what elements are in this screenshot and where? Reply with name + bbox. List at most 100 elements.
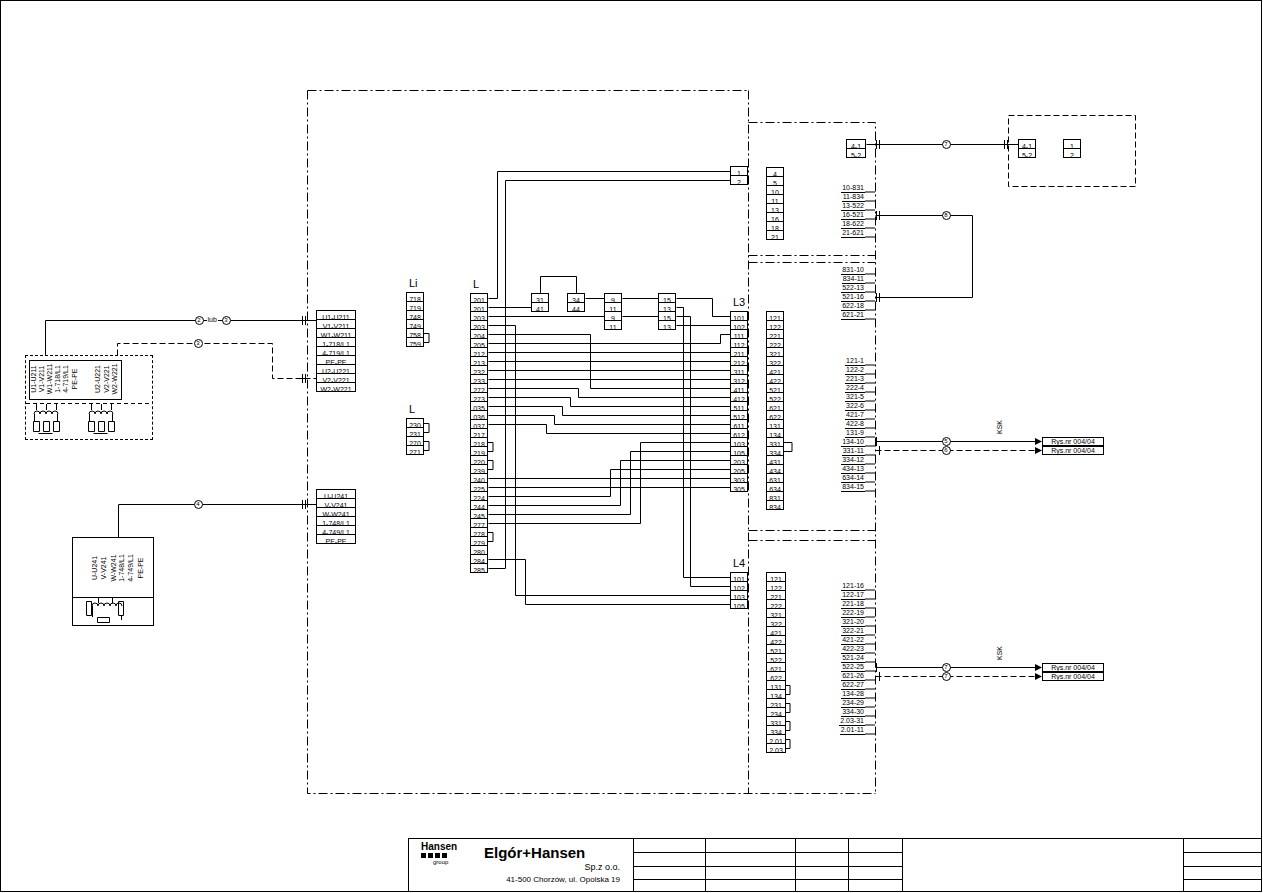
terminal-cell: 412 — [731, 392, 747, 401]
terminal-cell: 4-1 — [847, 140, 865, 148]
terminal-label: 622-18 — [841, 302, 865, 311]
terminal-cell: 334 — [767, 725, 785, 734]
company-name: Elgór+Hansen — [484, 844, 585, 861]
terminal-lead — [865, 464, 875, 465]
terminal-cell: 759 — [407, 337, 423, 346]
terminal-cell: 203 — [471, 320, 487, 329]
terminal-cell: 134 — [767, 428, 783, 437]
terminal-label: 434-13 — [841, 465, 865, 474]
wire — [623, 298, 659, 299]
wire — [489, 370, 731, 371]
terminal-number: 105 — [733, 603, 745, 610]
terminal-cell: 121 — [767, 312, 783, 320]
motor-terminal-label: W-W241 — [109, 554, 117, 581]
cable-loop — [876, 216, 973, 298]
terminal-cell: 422 — [767, 635, 785, 644]
terminal-cell: 9 — [605, 311, 621, 320]
terminal-lead — [865, 626, 875, 627]
wire — [489, 478, 731, 479]
terminal-cell: 749 — [407, 319, 423, 328]
terminal-cell: 758 — [407, 328, 423, 337]
terminal-cell: 321 — [767, 347, 783, 356]
terminal-label: 121-1 — [845, 357, 865, 366]
terminal-label: 522-13 — [841, 284, 865, 293]
terminal-lead — [865, 210, 875, 211]
terminal-cell: 232 — [471, 365, 487, 374]
terminal-cell: 311 — [731, 365, 747, 374]
callout-number: 3 — [194, 339, 203, 348]
terminal-cell: U2-U221 — [317, 364, 355, 373]
logo-square — [442, 853, 447, 858]
terminal-cell: 1-718/L1 — [317, 337, 355, 346]
terminal-cell: V-V241 — [317, 498, 355, 507]
terminal-lead — [865, 437, 875, 438]
terminal-lead — [865, 428, 875, 429]
terminal-strip: L230231270271 — [406, 418, 424, 455]
wire — [489, 407, 731, 416]
terminal-label: 322-6 — [845, 402, 865, 411]
terminal-cell: 34 — [568, 294, 584, 302]
terminal-cell: W2-W221 — [317, 382, 355, 391]
terminal-cell: 41 — [532, 302, 548, 311]
terminal-cell: 280 — [471, 545, 487, 554]
motor-terminal-label: 1-718/L1 — [54, 365, 62, 393]
terminal-lead — [865, 365, 875, 366]
callout-number: 7 — [942, 663, 951, 672]
winding-symbol — [34, 404, 60, 434]
wire — [489, 316, 605, 317]
motor-terminal-label: U-U241 — [91, 556, 99, 580]
motor-terminal-label: 1-748/L1 — [118, 554, 126, 582]
terminal-number: W2-W221 — [320, 386, 351, 393]
terminal-cell: 18 — [767, 221, 783, 230]
terminal-cell: 411 — [731, 383, 747, 392]
terminal-cell: 611 — [731, 419, 747, 428]
reference-arrow-line — [876, 442, 1037, 668]
terminal-cell: 4-719/L1 — [317, 346, 355, 355]
callout-number: 8 — [942, 211, 951, 220]
terminal-cell: 225 — [471, 482, 487, 491]
terminal-lead — [865, 419, 875, 420]
terminal-lead — [865, 725, 875, 726]
cable-type-label: KSK — [996, 420, 1004, 434]
terminal-cell: 2 — [1064, 148, 1080, 157]
wire — [489, 181, 731, 569]
wire — [489, 487, 731, 488]
dashed-cable — [118, 344, 317, 379]
wire — [489, 379, 731, 380]
motor-terminal-label: 4-719/L1 — [62, 365, 70, 393]
terminal-cell: 621 — [767, 662, 785, 671]
wire — [489, 425, 731, 434]
terminal-lead — [865, 274, 875, 275]
wire — [46, 321, 317, 356]
terminal-cell: 103 — [731, 590, 747, 599]
wire — [489, 470, 731, 497]
terminal-cell: 16 — [767, 212, 783, 221]
motor-terminal-label: U1-U211 — [30, 365, 38, 393]
terminal-label: 16-521 — [841, 211, 865, 220]
terminal-label: 422-23 — [841, 645, 865, 654]
terminal-cell: 111 — [731, 329, 747, 338]
terminal-lead — [865, 455, 875, 456]
terminal-cell: 272 — [471, 383, 487, 392]
terminal-cell: 421 — [767, 365, 783, 374]
terminal-label: 222-4 — [845, 384, 865, 393]
terminal-cell: 11 — [605, 320, 621, 329]
terminal-label: 234-29 — [841, 699, 865, 708]
callout-number: 3 — [222, 316, 231, 325]
terminal-lead — [865, 482, 875, 483]
terminal-strip: L310110211111221121231131241141251151261… — [730, 311, 748, 492]
motor-terminal-label: V-V241 — [100, 557, 108, 580]
terminal-lead — [865, 292, 875, 293]
terminal-cell: 103 — [731, 437, 747, 446]
terminal-label: 322-21 — [841, 627, 865, 636]
cable-plug — [300, 140, 1008, 681]
terminal-cell: 217 — [471, 428, 487, 437]
terminal-number: 13 — [663, 324, 671, 331]
terminal-cell: 213 — [471, 356, 487, 365]
terminal-cell: 036 — [471, 410, 487, 419]
terminal-cell: 204 — [471, 329, 487, 338]
terminal-cell: 305 — [731, 482, 747, 491]
terminal-cell: 321 — [767, 608, 785, 617]
terminal-cell: 9 — [605, 294, 621, 302]
